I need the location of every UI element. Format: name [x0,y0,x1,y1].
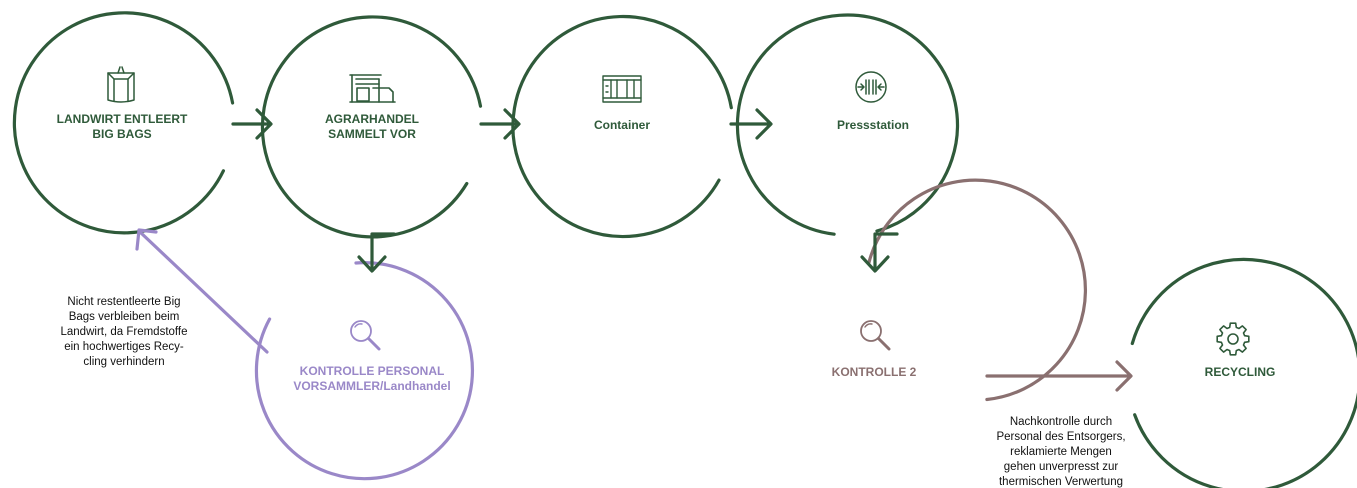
node-landwirt-label-line1: LANDWIRT ENTLEERT [57,112,188,126]
arrow-container-to-pressstation [729,108,773,140]
node-agrarhandel-label-line2: SAMMELT VOR [328,127,416,141]
magnifier-icon [860,320,891,351]
node-landwirt-label-line2: BIG BAGS [92,127,151,141]
node-recycling-circle [1130,257,1357,488]
magnifier-icon [350,320,381,351]
node-kontrolle2-circle [867,178,1087,402]
node-kontrolle-personal-label-line2: VORSAMMLER/Landhandel [293,379,450,393]
entsorger-note-line: gehen unverpresst zur [1004,461,1119,473]
arrow-kontrolle2-to-recycling [985,360,1133,392]
landwirt-note-line: Bags verbleiben beim [69,311,180,323]
node-container-circle [511,14,733,239]
node-kontrolle-personal-label-line1: KONTROLLE PERSONAL [300,364,445,378]
entsorger-note-line: thermischen Verwertung [999,476,1123,488]
node-kontrolle2-label: KONTROLLE 2 [832,365,917,379]
entsorger-note-line: Personal des Entsorgers, [996,431,1125,443]
landwirt-note-line: Nicht restentleerte Big [67,296,180,308]
big-bag-icon [107,66,135,103]
node-agrarhandel-label-line1: AGRARHANDEL [325,112,419,126]
arrow-landwirt-to-agrarhandel [231,108,273,140]
arrow-kontrolle-to-landwirt [135,228,269,354]
warehouse-icon [349,74,396,103]
node-kontrolle-personal-circle [254,261,474,481]
landwirt-note-line: ein hochwertiges Recy- [64,341,184,353]
node-container-label: Container [594,118,650,132]
arrow-pressstation-to-kontrolle2 [860,232,899,273]
arrow-agrarhandel-to-kontrolle [357,232,396,273]
entsorger-note-line: Nachkontrolle durch [1010,416,1112,428]
node-pressstation-circle [735,13,959,236]
gear-icon [1216,322,1250,356]
node-pressstation-label: Pressstation [837,118,909,132]
landwirt-note-line: Landwirt, da Fremdstoffe [61,326,188,338]
press-icon [855,71,887,103]
node-recycling-label: RECYCLING [1205,365,1276,379]
arrow-agrarhandel-to-container [479,108,521,140]
entsorger-note-line: reklamierte Mengen [1010,446,1112,458]
container-icon [602,75,642,103]
landwirt-note-line: cling verhindern [83,356,164,368]
